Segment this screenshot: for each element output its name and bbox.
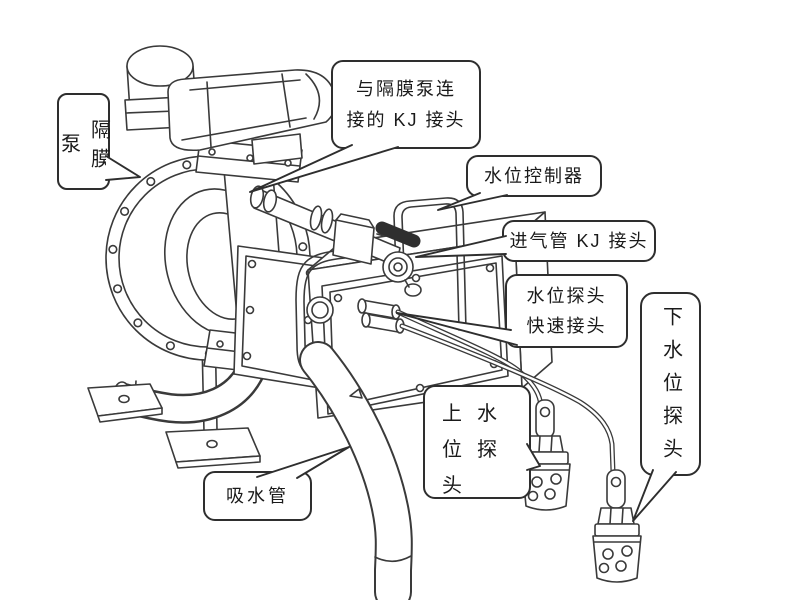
label-probe-quick-connector: 水位探头 快速接头 <box>505 274 628 348</box>
label-air-inlet-kj-joint: 进气管 KJ 接头 <box>502 220 656 262</box>
label-diaphragm-pump: 隔膜泵 <box>57 93 110 190</box>
label-water-level-controller: 水位控制器 <box>466 155 602 197</box>
lower-probe-shape <box>592 469 642 583</box>
label-suction-pipe: 吸水管 <box>203 471 312 521</box>
label-kj-joint-to-pump: 与隔膜泵连 接的 KJ 接头 <box>331 60 481 149</box>
label-upper-water-level-probe: 上水位探头 <box>423 385 531 499</box>
upper-probe-shape <box>521 399 571 511</box>
label-lower-water-level-probe: 下水位探头 <box>640 292 701 476</box>
